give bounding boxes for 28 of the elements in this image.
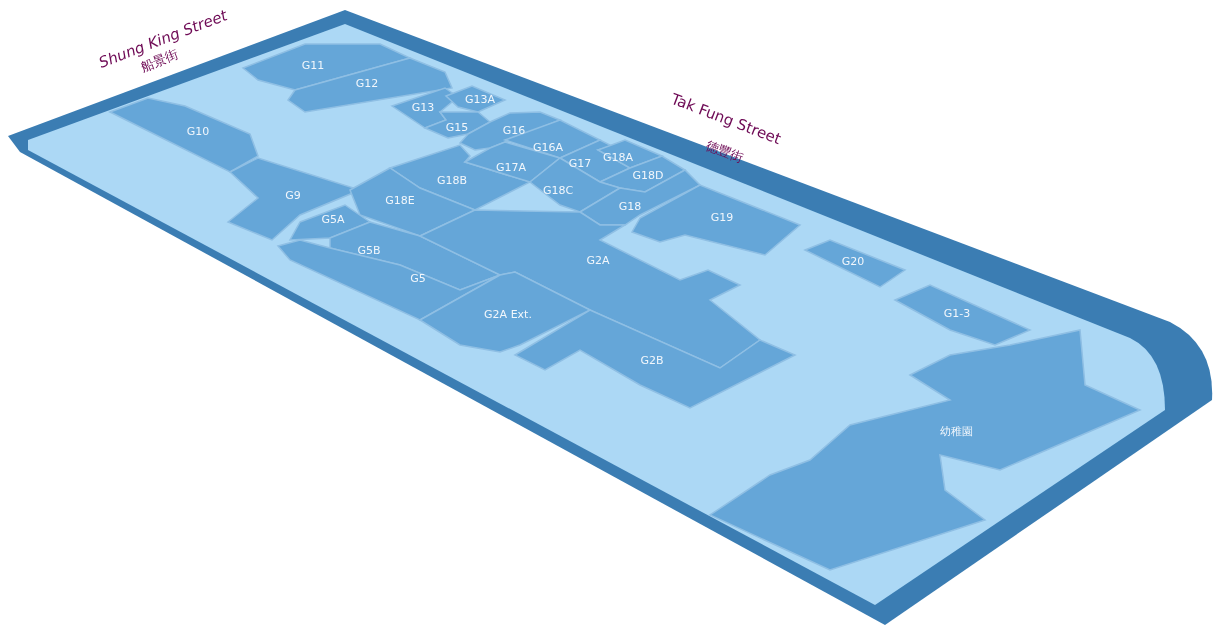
unit-number: G10 bbox=[186, 124, 210, 138]
unit-number: G18D bbox=[632, 168, 664, 182]
unit-number: G18A bbox=[603, 150, 633, 164]
unit-number: G20 bbox=[841, 254, 865, 268]
street-name: 德豐街 bbox=[703, 137, 746, 168]
unit-number: G19 bbox=[710, 210, 734, 224]
unit-number: G18 bbox=[618, 199, 642, 213]
unit-number: G15 bbox=[445, 120, 469, 134]
unit-number: 幼稚園 bbox=[939, 423, 973, 439]
unit-number: G16 bbox=[502, 123, 526, 137]
unit-number: G17 bbox=[568, 156, 592, 170]
unit-number: G5A bbox=[321, 212, 345, 226]
unit-number: G9 bbox=[285, 188, 301, 202]
unit-number: G5B bbox=[357, 243, 381, 257]
unit-number: G17A bbox=[496, 160, 526, 174]
unit-number: G11 bbox=[301, 58, 325, 72]
unit-number: G5 bbox=[410, 271, 426, 285]
unit-number: G13A bbox=[465, 92, 495, 106]
unit-number: G2A Ext. bbox=[484, 307, 532, 321]
unit-number: G13 bbox=[411, 100, 435, 114]
unit-number: G2A bbox=[586, 253, 610, 267]
unit-number: G18C bbox=[542, 183, 574, 197]
unit-number: G16A bbox=[533, 140, 563, 154]
unit-number: G18E bbox=[385, 193, 415, 207]
unit-number: G12 bbox=[355, 76, 379, 90]
unit-number: G1-3 bbox=[943, 306, 971, 320]
unit-number: G18B bbox=[436, 173, 468, 187]
unit-number: G2B bbox=[640, 353, 664, 367]
